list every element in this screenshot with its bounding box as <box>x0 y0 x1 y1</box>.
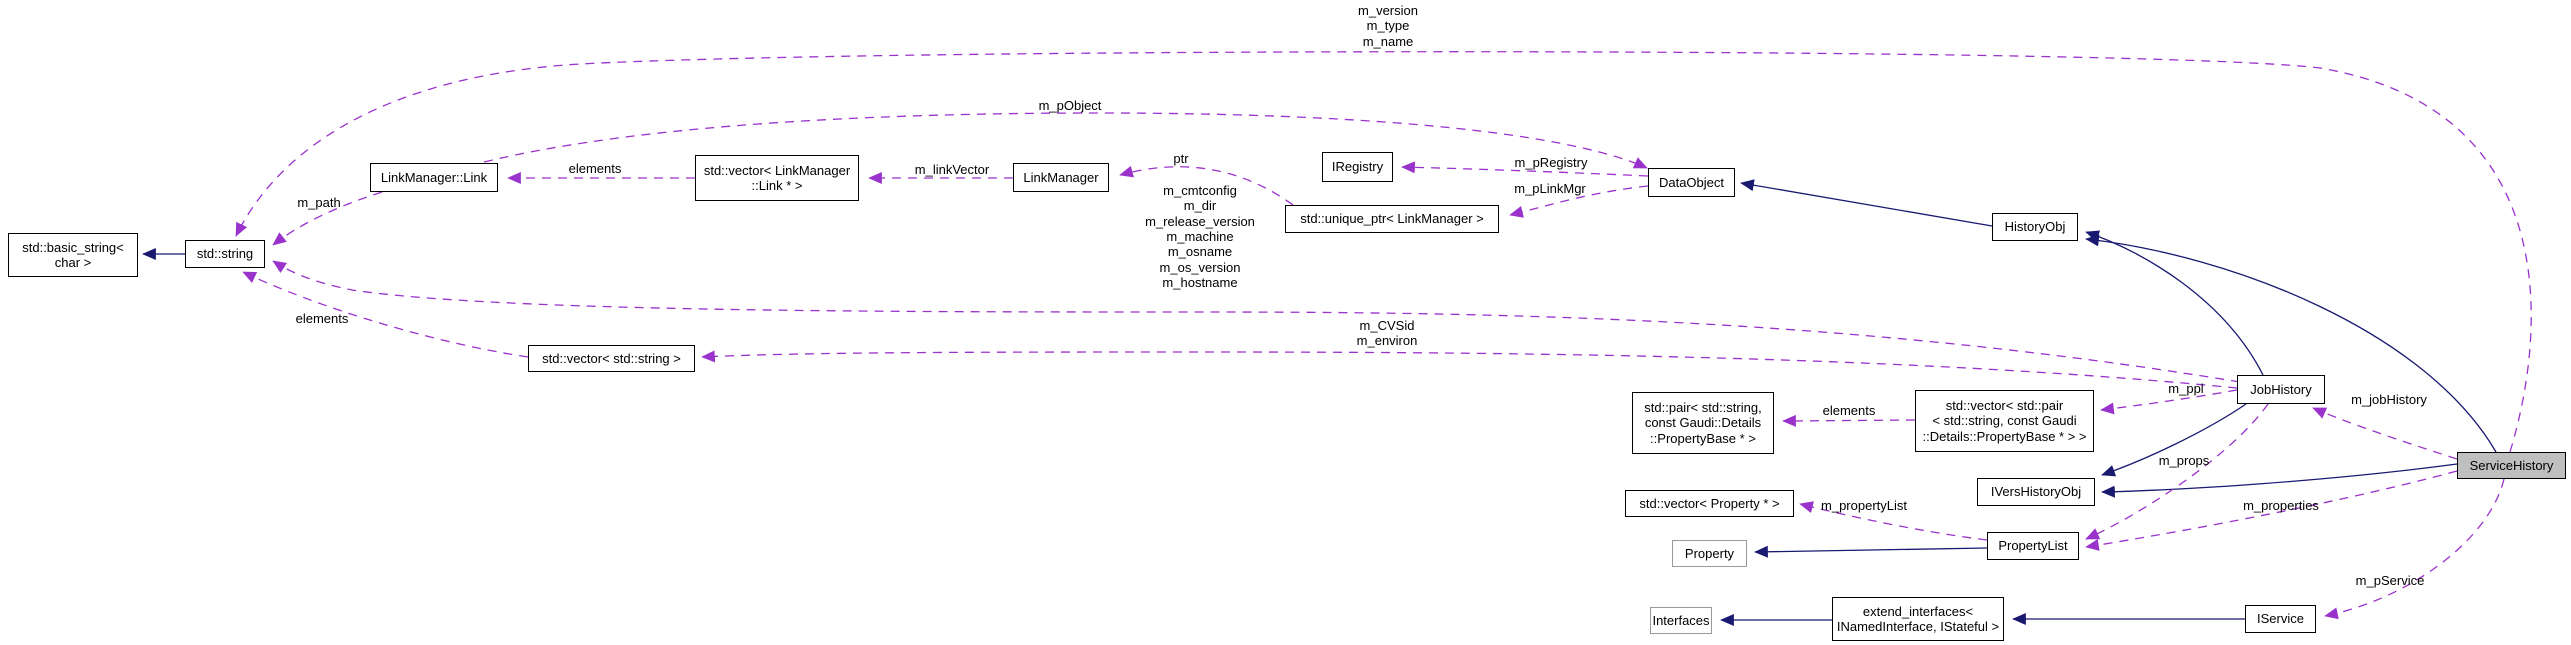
edge-servicehistory-m-version-type-name <box>235 51 2532 453</box>
node-vector-linkmanager-link[interactable]: std::vector< LinkManager ::Link * > <box>695 155 859 201</box>
edge-jobhistory-m-cvsid-environ <box>701 350 2238 389</box>
node-iregistry[interactable]: IRegistry <box>1322 152 1393 182</box>
node-pair-string-propertybase[interactable]: std::pair< std::string, const Gaudi::Det… <box>1632 392 1774 454</box>
edge-link-m-path <box>272 191 383 246</box>
node-property: Property <box>1672 540 1747 567</box>
edge-vector-pair-elements <box>1782 414 1916 427</box>
node-vector-std-string[interactable]: std::vector< std::string > <box>528 345 695 372</box>
edge-jobhistory-m-cmtconfig <box>272 260 2241 383</box>
node-linkmanager[interactable]: LinkManager <box>1013 163 1109 192</box>
edge-unique-ptr-ptr <box>1119 165 1294 206</box>
edge-label-m-propertylist: m_propertyList <box>1821 498 1907 513</box>
edge-jobhistory-m-props <box>2085 403 2269 540</box>
edge-label-m-version-type-name: m_version m_type m_name <box>1358 3 1418 49</box>
edge-propertylist-inherits-property <box>1754 545 1988 558</box>
edge-label-m-linkvector: m_linkVector <box>914 162 990 177</box>
edge-servicehistory-m-jobhistory <box>2312 407 2458 460</box>
node-linkmanager-link[interactable]: LinkManager::Link <box>370 163 498 192</box>
edge-label-m-pobject: m_pObject <box>1038 98 1102 113</box>
node-vector-property-ptr[interactable]: std::vector< Property * > <box>1625 490 1794 517</box>
node-extend-interfaces[interactable]: extend_interfaces< INamedInterface, ISta… <box>1832 597 2004 641</box>
node-std-string[interactable]: std::string <box>185 240 265 268</box>
edge-dataobject-m-plinkmgr <box>1509 185 1649 218</box>
edge-label-m-props: m_props <box>2158 453 2210 468</box>
node-interfaces: Interfaces <box>1650 607 1712 634</box>
edge-label-m-path: m_path <box>297 195 341 210</box>
edge-label-elements-string: elements <box>295 311 349 326</box>
node-jobhistory[interactable]: JobHistory <box>2237 375 2325 404</box>
edge-label-m-plinkmgr: m_pLinkMgr <box>1514 181 1586 196</box>
node-vector-pair-string-propertybase[interactable]: std::vector< std::pair < std::string, co… <box>1915 390 2094 452</box>
edge-label-m-jobhistory: m_jobHistory <box>2351 392 2427 407</box>
edge-link-m-pobject <box>483 112 1648 169</box>
node-propertylist[interactable]: PropertyList <box>1987 532 2079 560</box>
edge-jobhistory-inherits-ivershistoryobj <box>2101 403 2247 477</box>
node-std-basic-string-char[interactable]: std::basic_string< char > <box>8 233 138 277</box>
edge-propertylist-m-propertylist <box>1799 501 1988 541</box>
node-unique-ptr-linkmanager[interactable]: std::unique_ptr< LinkManager > <box>1285 205 1499 233</box>
edge-servicehistory-m-properties <box>2085 470 2458 551</box>
edge-label-m-pregistry: m_pRegistry <box>1514 155 1588 170</box>
edge-servicehistory-m-pservice <box>2324 478 2505 620</box>
edge-servicehistory-inherits-ivershistoryobj <box>2101 463 2458 498</box>
edge-label-m-cmtconfig-block: m_cmtconfig m_dir m_release_version m_ma… <box>1145 183 1255 290</box>
edge-vector-string-elements <box>242 271 529 358</box>
edge-dataobject-m-pregistry <box>1401 161 1649 177</box>
edge-label-elements-pair: elements <box>1822 403 1876 418</box>
node-dataobject[interactable]: DataObject <box>1648 168 1735 197</box>
node-iservice[interactable]: IService <box>2245 605 2316 633</box>
edge-label-elements-link: elements <box>568 161 622 176</box>
node-historyobj[interactable]: HistoryObj <box>1992 213 2078 241</box>
edge-label-ptr: ptr <box>1173 151 1189 166</box>
edge-servicehistory-inherits-historyobj <box>2085 234 2497 453</box>
edge-jobhistory-inherits-historyobj <box>2085 230 2264 376</box>
edge-label-m-cvsid-environ: m_CVSid m_environ <box>1356 318 1418 349</box>
edge-label-m-properties: m_properties <box>2243 498 2319 513</box>
edge-label-m-pservice: m_pService <box>2355 573 2425 588</box>
edge-jobhistory-m-ppl <box>2100 389 2238 415</box>
edge-label-m-ppl: m_ppl <box>2168 381 2204 396</box>
node-servicehistory-current: ServiceHistory <box>2457 452 2566 479</box>
edge-historyobj-inherits-dataobject <box>1740 179 1993 227</box>
node-ivershistoryobj[interactable]: IVersHistoryObj <box>1977 478 2095 506</box>
